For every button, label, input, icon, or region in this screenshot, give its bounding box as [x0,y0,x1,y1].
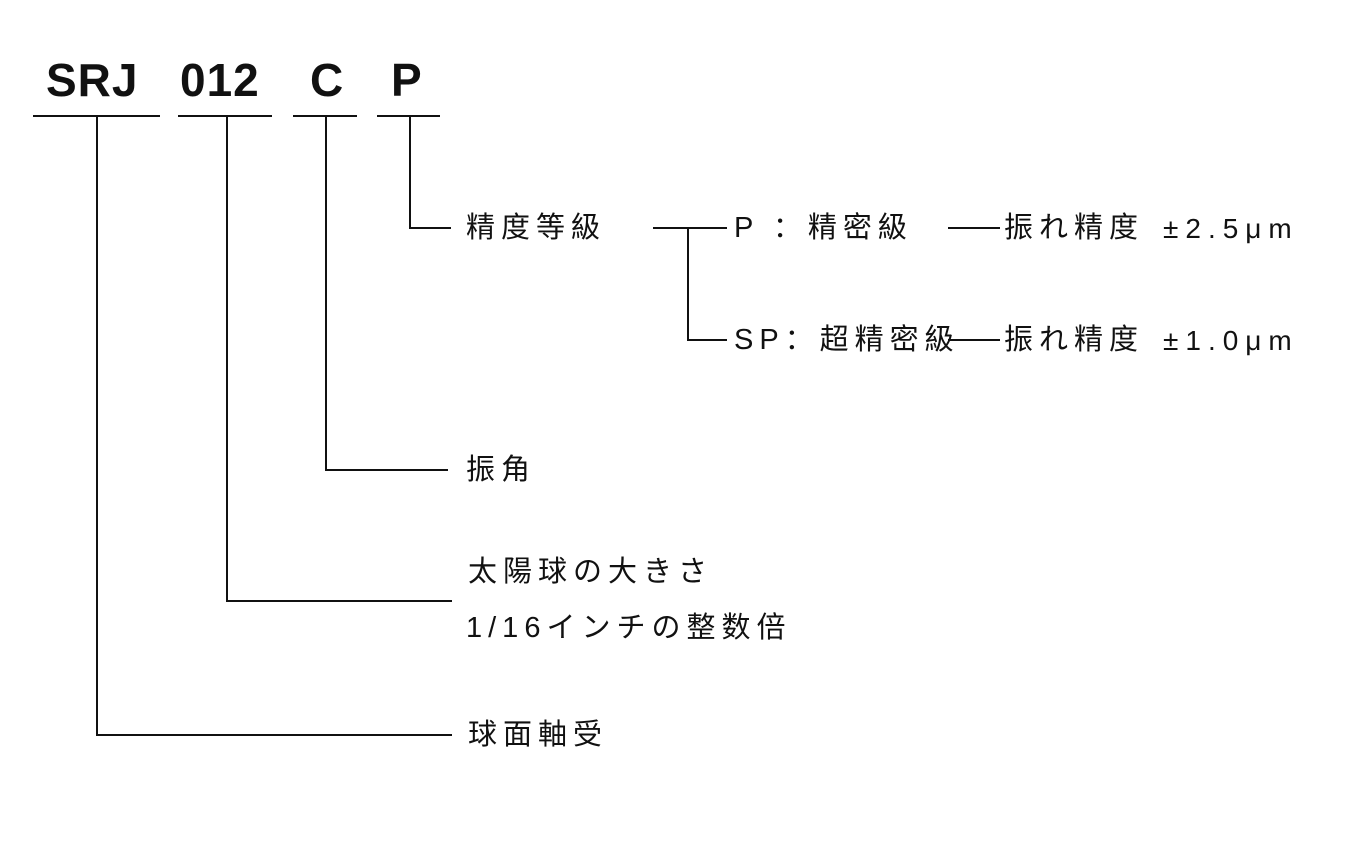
stem-size [226,115,228,602]
option-sp-name: SP：超精密級 [734,324,960,356]
option-p-name: P ：精密級 [734,212,913,244]
underline-size [178,115,272,117]
bearing-type-label: 球面軸受 [468,719,609,751]
option-sp-spec-value: ±1.0μm [1163,325,1299,356]
code-segment-angle: C [310,54,345,106]
underline-grade [377,115,440,117]
code-segment-grade: P [391,54,423,106]
precision-tree-stem [687,227,689,341]
ball-size-label-line2: 1/16インチの整数倍 [466,612,792,644]
precision-grade-label: 精度等級 [466,212,607,244]
branch-grade [409,227,451,229]
branch-series [96,734,452,736]
option-sp-spec-label: 振れ精度 [1004,324,1145,356]
code-segment-size: 012 [180,54,260,106]
code-segment-series: SRJ [46,54,139,106]
option-p-spec-label: 振れ精度 [1004,212,1145,244]
precision-connector [653,227,727,229]
precision-sp-branch [687,339,727,341]
branch-size [226,600,452,602]
stem-angle [325,115,327,471]
ball-size-label-line1: 太陽球の大きさ [468,556,714,588]
spec-dash-sp [948,339,1000,341]
spec-dash-p [948,227,1000,229]
option-p-spec-value: ±2.5μm [1163,213,1299,244]
swing-angle-label: 振角 [466,454,537,486]
stem-series [96,115,98,736]
branch-angle [325,469,448,471]
stem-grade [409,115,411,229]
